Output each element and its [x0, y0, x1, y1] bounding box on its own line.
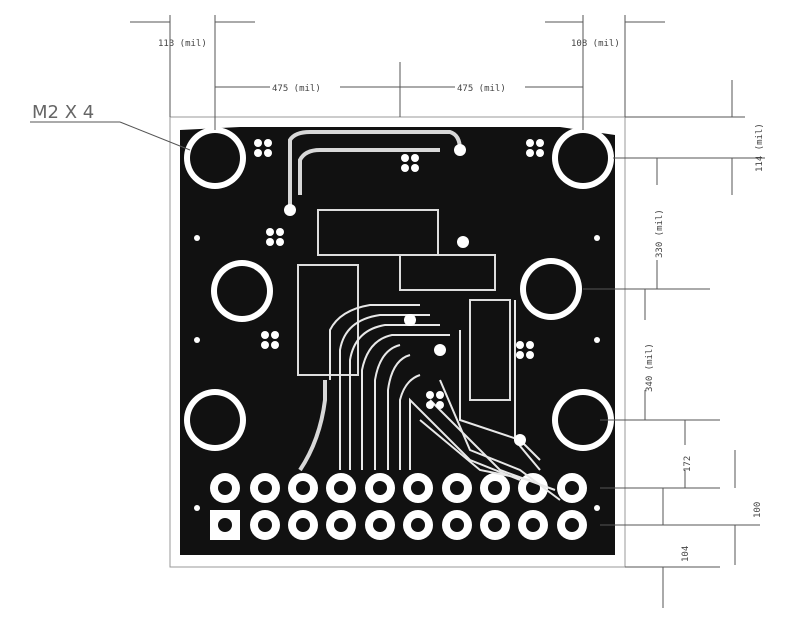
- component-area: [297, 209, 511, 401]
- dim-right-middle: 340 (mil): [645, 343, 655, 392]
- pcb-board: [180, 127, 615, 555]
- connector-area: [180, 455, 615, 555]
- dim-span-right: 475 (mil): [457, 84, 506, 94]
- mounting-holes: [184, 127, 614, 451]
- dim-right-lower: 172: [683, 456, 693, 472]
- board-outline: [169, 116, 626, 568]
- label-leader: [119, 121, 191, 151]
- dim-right-upper: 330 (mil): [655, 209, 665, 258]
- dim-right-bottom-b: 104: [681, 546, 691, 562]
- mount-label: M2 X 4: [32, 102, 94, 123]
- dim-right-top: 114 (mil): [755, 123, 765, 172]
- dim-top-left: 113 (mil): [158, 39, 207, 49]
- connector-pads: [210, 473, 587, 540]
- vias: [194, 139, 600, 511]
- dim-top-right: 108 (mil): [571, 39, 620, 49]
- dim-span-left: 475 (mil): [272, 84, 321, 94]
- dim-right-bottom-a: 100: [753, 502, 763, 518]
